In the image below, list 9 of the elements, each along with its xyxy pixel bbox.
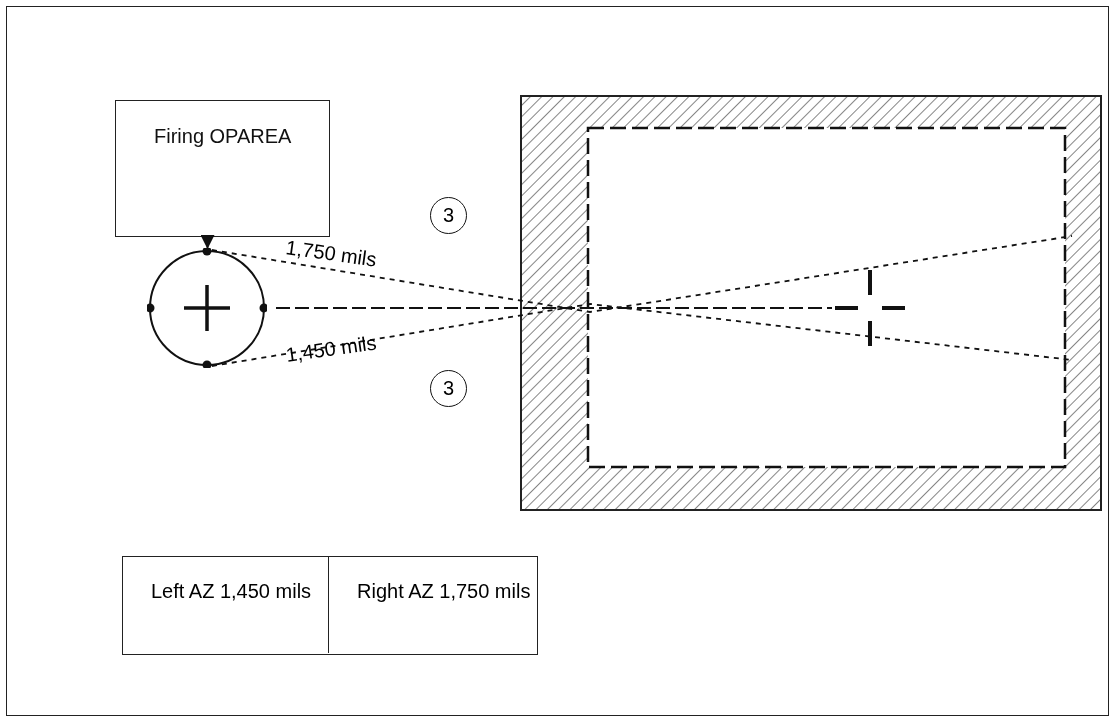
table-cell: Right AZ 1,750 mils xyxy=(328,557,539,653)
angle-label: 1,750 mils xyxy=(284,236,378,272)
box-label: Firing OPAREA xyxy=(154,125,293,148)
label-box xyxy=(115,100,330,237)
angle-label: 1,450 mils xyxy=(284,331,378,367)
callout-number: 3 xyxy=(430,370,467,407)
table-cell-text: Left AZ 1,450 mils xyxy=(150,579,313,604)
arrow xyxy=(200,235,215,250)
callout-number: 3 xyxy=(430,197,467,234)
